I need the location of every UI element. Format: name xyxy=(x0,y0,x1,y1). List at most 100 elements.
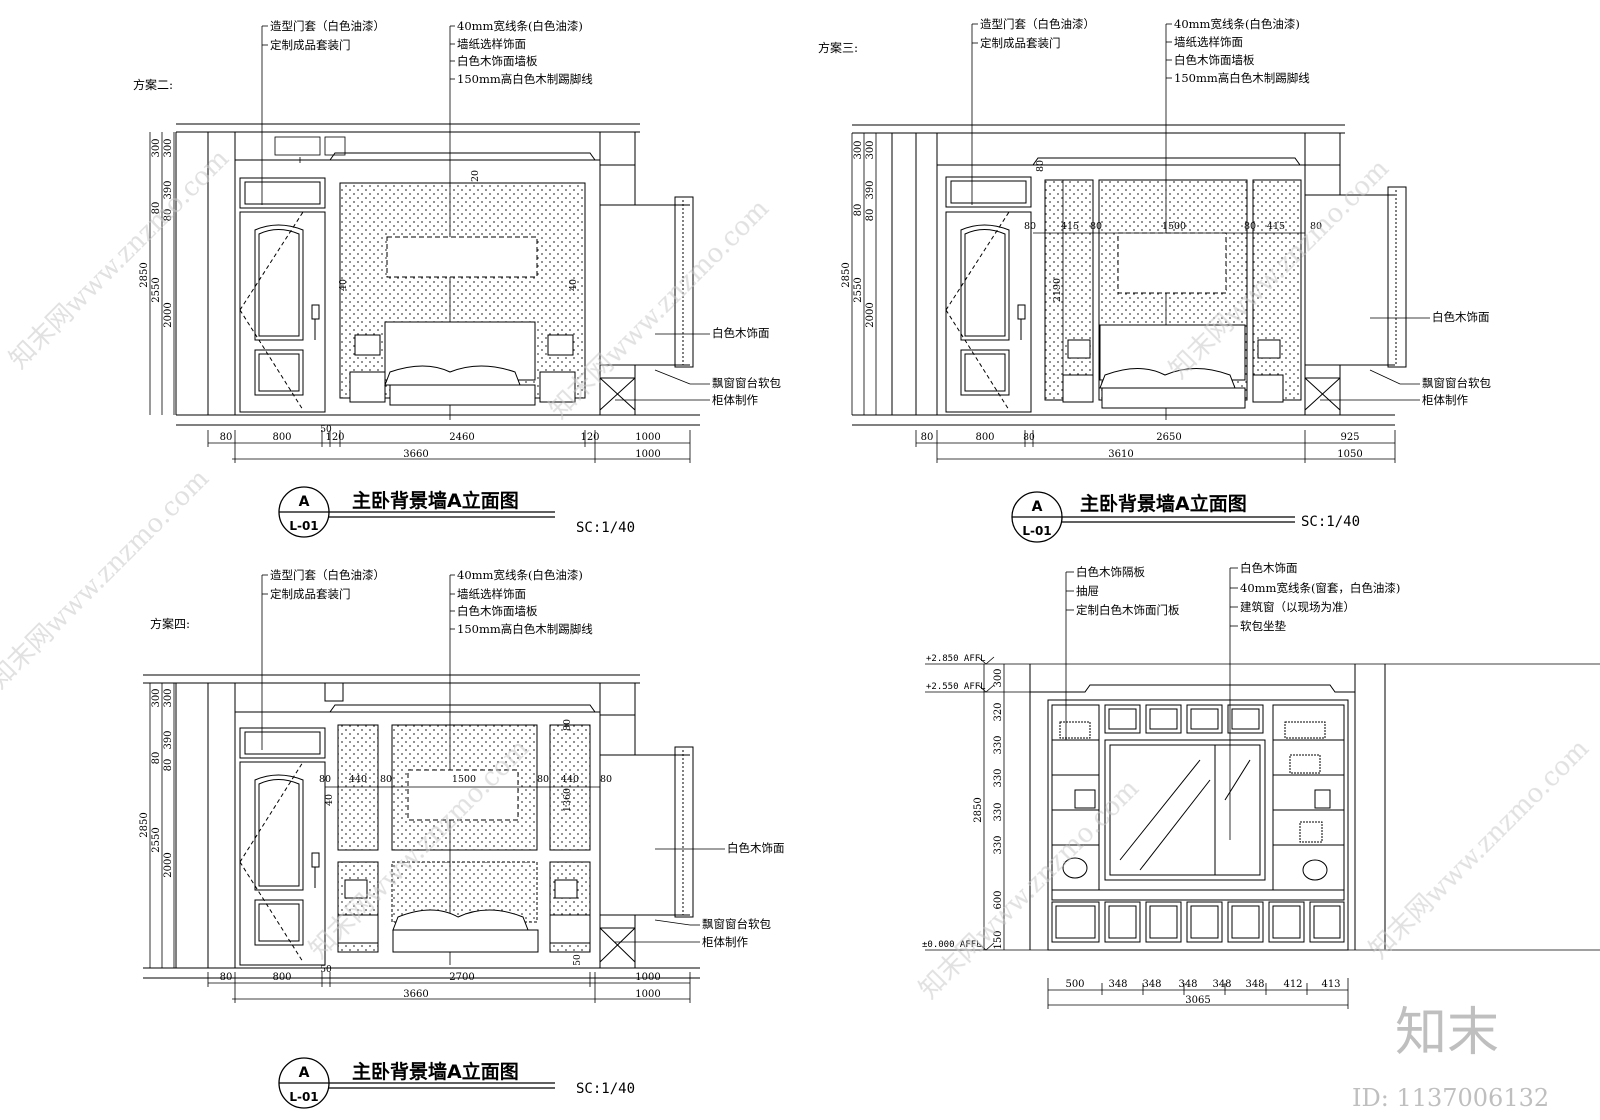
drawing-title: 主卧背景墙A立面图 xyxy=(1080,492,1247,515)
window-blind xyxy=(1387,186,1407,368)
dim-inner-1500: 1500 xyxy=(452,774,476,785)
dim-b2-3065: 3065 xyxy=(1185,995,1210,1006)
dim-inner-80a: 80 xyxy=(319,774,331,785)
cornice xyxy=(329,152,596,161)
note-molding: 40mm宽线条(白色油漆) xyxy=(457,19,583,33)
dim-inner-80e: 80 xyxy=(1024,221,1036,232)
note-wood-facing: 白色木饰面 xyxy=(1432,310,1490,324)
tag-sheet: L-01 xyxy=(289,519,318,533)
dim-inner-2190: 2190 xyxy=(1052,278,1063,302)
bottom-dimensions xyxy=(207,430,691,463)
dim-330c: 330 xyxy=(993,802,1004,821)
dim-600: 600 xyxy=(993,890,1004,909)
dim-b1-925: 925 xyxy=(1340,432,1359,443)
dim-330a: 330 xyxy=(993,735,1004,754)
side-leaders xyxy=(615,333,710,401)
dim-b1-50b: 50 xyxy=(573,954,583,966)
level-0: ±0.000 AFFL xyxy=(922,940,982,950)
bed xyxy=(349,321,576,406)
dim-2550: 2550 xyxy=(853,277,864,302)
dim-80b: 80 xyxy=(151,752,162,765)
panel-scheme-2: 方案二: 造型门套（白色油漆） 定制成品套装门 40mm宽线条(白色油漆) 墙纸… xyxy=(133,19,781,538)
note-cushion: 软包坐垫 xyxy=(1240,619,1286,633)
ac-vent xyxy=(274,136,346,163)
watermark-text-6: 知末网www.znzmo.com xyxy=(914,774,1145,1005)
watermark-text-4: 知末网www.znzmo.com xyxy=(0,464,215,695)
note-door: 定制成品套装门 xyxy=(270,587,351,601)
note-cabinet: 柜体制作 xyxy=(1422,393,1468,407)
cornice xyxy=(1032,157,1301,166)
dim-80: 80 xyxy=(865,209,876,222)
dim-b1-413: 413 xyxy=(1321,979,1340,990)
bottom-dimensions xyxy=(915,430,1396,463)
bottom-dimensions xyxy=(1047,978,1349,1009)
drawing-scale: SC:1/40 xyxy=(576,1081,635,1097)
dim-300: 300 xyxy=(853,140,864,159)
tag-sheet: L-01 xyxy=(1022,524,1051,538)
tag-letter: A xyxy=(299,1065,310,1081)
note-door-casing: 造型门套（白色油漆） xyxy=(270,19,385,33)
note-door-panel: 定制白色木饰面门板 xyxy=(1076,603,1180,617)
panel-scheme-3: 方案三: 造型门套（白色油漆） 定制成品套装门 40mm宽线条(白色油漆) 墙纸… xyxy=(818,17,1491,543)
elevation-frame xyxy=(143,674,700,979)
side-leaders xyxy=(1320,317,1430,401)
dim-2000: 2000 xyxy=(163,852,174,877)
dim-300b: 300 xyxy=(865,140,876,159)
dim-2850: 2850 xyxy=(139,262,150,287)
dim-b1-2460: 2460 xyxy=(449,432,474,443)
dim-inner-80c: 80 xyxy=(537,774,549,785)
dim-b1-348e: 348 xyxy=(1245,979,1264,990)
dim-330b: 330 xyxy=(993,768,1004,787)
note-cushion: 飘窗窗台软包 xyxy=(1422,376,1491,390)
bottom-dimensions xyxy=(207,972,691,1003)
inner-dimension-line xyxy=(1033,180,1305,400)
dim-2850: 2850 xyxy=(841,262,852,287)
note-window: 建筑窗（以现场为准） xyxy=(1240,600,1355,614)
dim-b1-2650: 2650 xyxy=(1156,432,1181,443)
note-wallpaper: 墙纸选样饰面 xyxy=(457,37,526,51)
dim-b1-1000: 1000 xyxy=(635,432,660,443)
note-cabinet: 柜体制作 xyxy=(712,393,758,407)
leader-lines xyxy=(1065,567,1238,840)
window-glass xyxy=(1104,739,1266,881)
dim-b1-500: 500 xyxy=(1065,979,1084,990)
vertical-dimensions xyxy=(149,132,175,415)
note-skirting: 150mm高白色木制踢脚线 xyxy=(1174,71,1310,85)
door xyxy=(239,727,326,966)
vertical-dimensions xyxy=(851,133,877,415)
dim-b1-800: 800 xyxy=(272,432,291,443)
dim-b1-348c: 348 xyxy=(1178,979,1197,990)
bed xyxy=(1062,324,1284,409)
dim-b1-120b: 120 xyxy=(580,432,599,443)
dim-b1-348a: 348 xyxy=(1108,979,1127,990)
dim-inner-80b: 80 xyxy=(1090,221,1102,232)
dim-80b: 80 xyxy=(151,202,162,215)
dim-inner-415b: 415 xyxy=(1267,221,1285,232)
elevation-frame xyxy=(175,123,700,426)
drawing-title: 主卧背景墙A立面图 xyxy=(352,489,519,512)
dim-inner-80e: 80 xyxy=(562,719,573,731)
dim-300: 300 xyxy=(993,668,1004,687)
dim-b2-1050: 1050 xyxy=(1337,449,1362,460)
dim-b2-3660: 3660 xyxy=(403,989,428,1000)
dim-300: 300 xyxy=(151,138,162,157)
drawing-scale: SC:1/40 xyxy=(1301,514,1360,530)
watermark: 知末网www.znzmo.com 知末网www.znzmo.com 知末网www… xyxy=(0,144,1595,1005)
note-skirting: 150mm高白色木制踢脚线 xyxy=(457,622,593,636)
dim-b1-1000: 1000 xyxy=(635,972,660,983)
dim-inner-80a: 80 xyxy=(1035,160,1046,172)
dim-b2-1000: 1000 xyxy=(635,449,660,460)
note-door-casing: 造型门套（白色油漆） xyxy=(980,17,1095,31)
dim-2850: 2850 xyxy=(139,812,150,837)
dim-b1-2700: 2700 xyxy=(449,972,474,983)
tag-letter: A xyxy=(1032,499,1043,515)
note-wallpaper: 墙纸选样饰面 xyxy=(457,587,526,601)
note-molding: 40mm宽线条(白色油漆) xyxy=(1174,17,1300,31)
dim-2550: 2550 xyxy=(151,827,162,852)
dim-b2-3610: 3610 xyxy=(1108,449,1133,460)
dim-b1-50: 50 xyxy=(320,425,332,435)
note-wood-facing: 白色木饰面 xyxy=(727,841,785,855)
dim-2850: 2850 xyxy=(973,797,984,822)
note-wood-facing: 白色木饰面 xyxy=(712,326,770,340)
